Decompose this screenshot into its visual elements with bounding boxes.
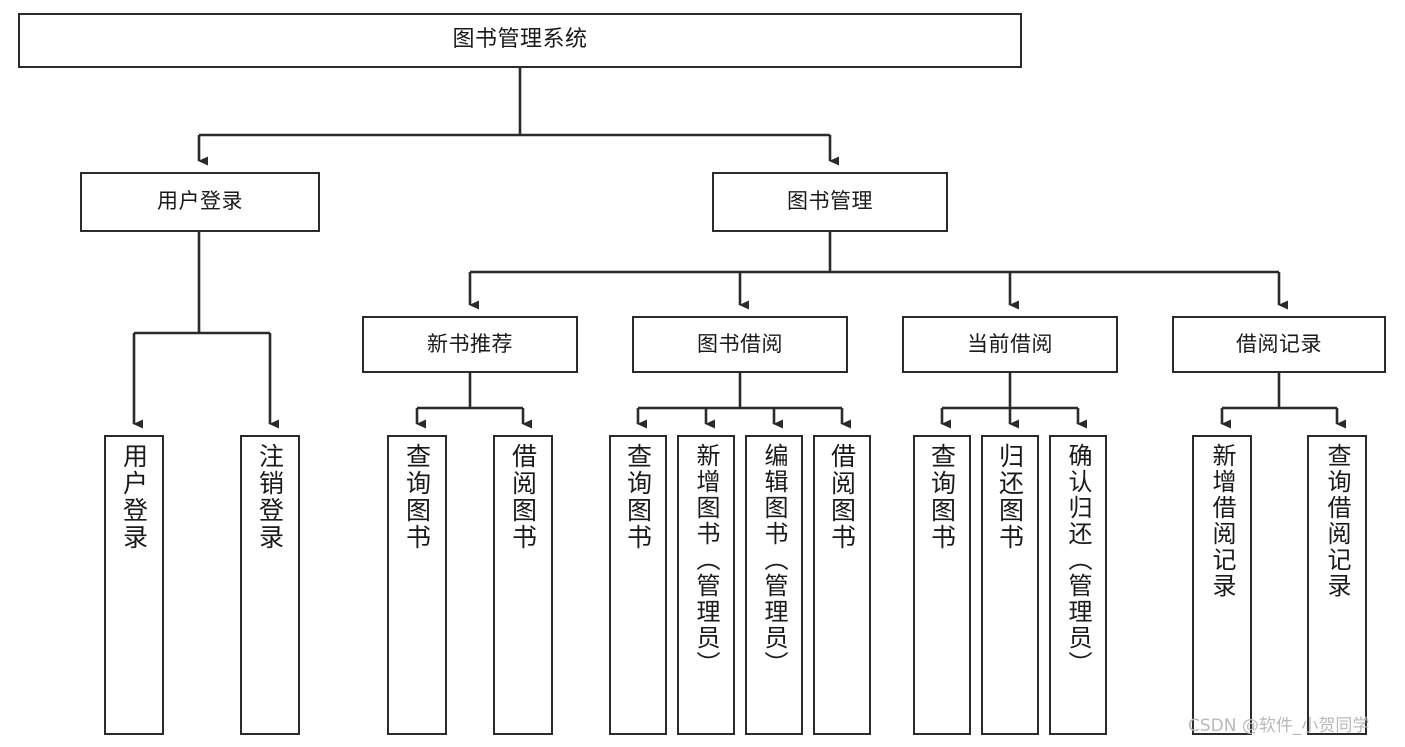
node-root-system[interactable]: 图书管理系统 [18, 13, 1022, 68]
node-label: 查询图书 [927, 443, 957, 551]
node-label: 确认归还（管理员） [1064, 443, 1092, 677]
node-label: 新增图书（管理员） [692, 443, 720, 677]
node-label: 借阅图书 [827, 443, 857, 551]
node-label: 注销登录 [255, 443, 285, 551]
node-label: 归还图书 [995, 443, 1025, 551]
node-label: 借阅记录 [1236, 331, 1322, 356]
leaf-current-query-book[interactable]: 查询图书 [913, 435, 971, 735]
node-book-management[interactable]: 图书管理 [712, 172, 948, 232]
node-label: 图书管理 [787, 189, 873, 214]
node-current-borrow[interactable]: 当前借阅 [902, 316, 1118, 373]
leaf-recommend-borrow-book[interactable]: 借阅图书 [493, 435, 553, 735]
node-label: 查询借阅记录 [1323, 443, 1351, 599]
node-label: 当前借阅 [967, 331, 1053, 356]
node-label: 编辑图书（管理员） [760, 443, 788, 677]
leaf-borrow-query-book[interactable]: 查询图书 [609, 435, 667, 735]
node-label: 用户登录 [119, 443, 149, 551]
leaf-current-confirm-return-admin[interactable]: 确认归还（管理员） [1049, 435, 1107, 735]
node-label: 图书借阅 [697, 331, 783, 356]
node-label: 查询图书 [623, 443, 653, 551]
node-new-book-recommend[interactable]: 新书推荐 [362, 316, 578, 373]
node-label: 查询图书 [402, 443, 432, 551]
leaf-borrow-edit-book-admin[interactable]: 编辑图书（管理员） [745, 435, 803, 735]
node-label: 借阅图书 [508, 443, 538, 551]
leaf-current-return-book[interactable]: 归还图书 [981, 435, 1039, 735]
leaf-recommend-query-book[interactable]: 查询图书 [387, 435, 447, 735]
node-user-login[interactable]: 用户登录 [80, 172, 320, 232]
node-borrow-record[interactable]: 借阅记录 [1172, 316, 1386, 373]
node-label: 新书推荐 [427, 331, 513, 356]
leaf-borrow-add-book-admin[interactable]: 新增图书（管理员） [677, 435, 735, 735]
node-label: 图书管理系统 [452, 27, 588, 53]
leaf-borrow-borrow-book[interactable]: 借阅图书 [813, 435, 871, 735]
leaf-record-query-borrow-record[interactable]: 查询借阅记录 [1307, 435, 1367, 735]
csdn-watermark: CSDN @软件_小贺同学 [1188, 716, 1370, 736]
leaf-user-login[interactable]: 用户登录 [104, 435, 164, 735]
node-book-borrow[interactable]: 图书借阅 [632, 316, 848, 373]
leaf-record-add-borrow-record[interactable]: 新增借阅记录 [1192, 435, 1252, 735]
node-label: 用户登录 [157, 189, 243, 214]
leaf-user-logout[interactable]: 注销登录 [240, 435, 300, 735]
node-label: 新增借阅记录 [1208, 443, 1236, 599]
